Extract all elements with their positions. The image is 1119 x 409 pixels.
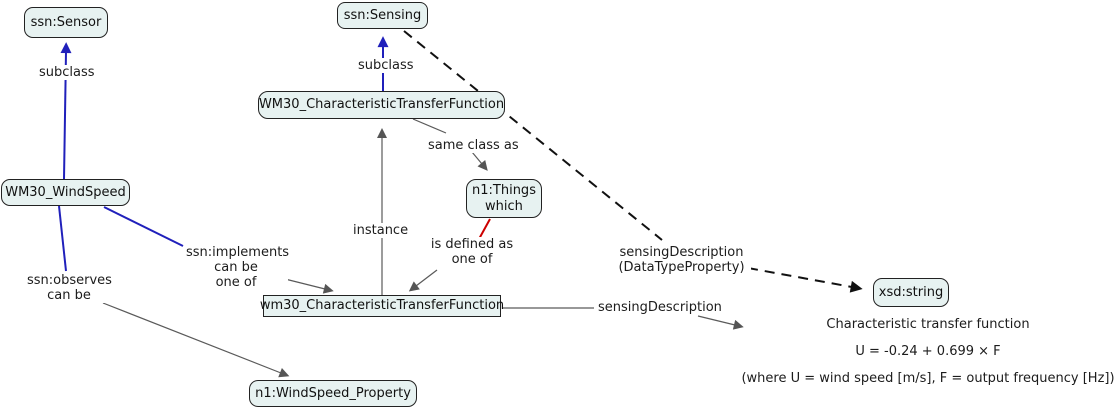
node-wm30-characteristic-transfer-function-instance[interactable]: wm30_CharacteristicTransferFunction (259, 295, 505, 317)
node-wm30-characteristic-transfer-function-class[interactable]: WM30_CharacteristicTransferFunction (258, 91, 505, 119)
node-label: ssn:Sensor (30, 14, 102, 30)
node-label: n1:Things which (472, 183, 536, 215)
edge-label-is-defined-as: is defined as one of (425, 237, 519, 267)
edge-label-subclass-center: subclass (356, 58, 416, 73)
edge-label-line: (DataTypeProperty) (618, 260, 745, 275)
edge-sensing-description-dashed-to-xsd-string (747, 267, 863, 293)
edge-label-sensing-description-datatype: sensingDescription (DataTypeProperty) (612, 245, 751, 275)
node-wm30-windspeed[interactable]: WM30_WindSpeed (1, 179, 130, 206)
node-label: WM30_WindSpeed (5, 184, 126, 200)
edge-ssn-observes-stub (58, 205, 67, 272)
edge-label-line: one of (451, 252, 493, 267)
edge-label-line: can be (214, 260, 258, 275)
edge-label-instance: instance (351, 223, 411, 238)
node-label: WM30_CharacteristicTransferFunction (258, 97, 505, 112)
annotation-title: Characteristic transfer function (826, 317, 1030, 332)
edge-label-subclass-left: subclass (37, 65, 97, 80)
edge-same-class-as-stub (412, 118, 447, 134)
edge-sensing-description-dashed-in (403, 30, 663, 241)
edge-implements-to-ctf-instance (280, 277, 334, 294)
node-xsd-string[interactable]: xsd:string (873, 278, 949, 307)
node-n1-windspeed-property[interactable]: n1:WindSpeed_Property (249, 380, 417, 407)
edge-label-line: ssn:observes (27, 273, 112, 288)
node-label-line2: which (485, 198, 523, 214)
node-ssn-sensor[interactable]: ssn:Sensor (24, 7, 108, 38)
edge-label-same-class-as: same class as (426, 138, 521, 153)
edge-label-ssn-observes: ssn:observes can be (25, 273, 113, 303)
edge-label-sensing-description: sensingDescription (596, 300, 724, 315)
node-ssn-sensing[interactable]: ssn:Sensing (337, 2, 428, 29)
edge-same-class-as-to-things (471, 151, 488, 171)
edge-label-line: sensingDescription (619, 245, 744, 260)
edge-defined-as-to-ctf-instance (408, 269, 438, 292)
edge-sensing-description-to-annotation (697, 315, 744, 330)
node-label: ssn:Sensing (343, 7, 422, 23)
node-label: wm30_CharacteristicTransferFunction (259, 298, 505, 313)
annotation-formula: U = -0.24 + 0.699 × F (855, 344, 1001, 359)
edge-label-line: can be (47, 288, 91, 303)
edge-ssn-implements-stub (103, 206, 184, 247)
node-label: xsd:string (878, 284, 944, 300)
edge-label-line: one of (215, 275, 257, 290)
node-n1-things-which[interactable]: n1:Things which (466, 179, 542, 218)
edge-observes-to-windspeed-property (102, 302, 290, 378)
annotation-legend: (where U = wind speed [m/s], F = output … (741, 371, 1115, 386)
node-label: n1:WindSpeed_Property (255, 385, 411, 401)
node-label-line1: n1:Things (472, 182, 536, 198)
edge-label-line: is defined as (430, 237, 514, 252)
edge-is-defined-as-stub (478, 218, 491, 240)
edge-label-line: ssn:implements (186, 245, 290, 260)
edge-label-ssn-implements: ssn:implements can be one of (184, 245, 290, 290)
